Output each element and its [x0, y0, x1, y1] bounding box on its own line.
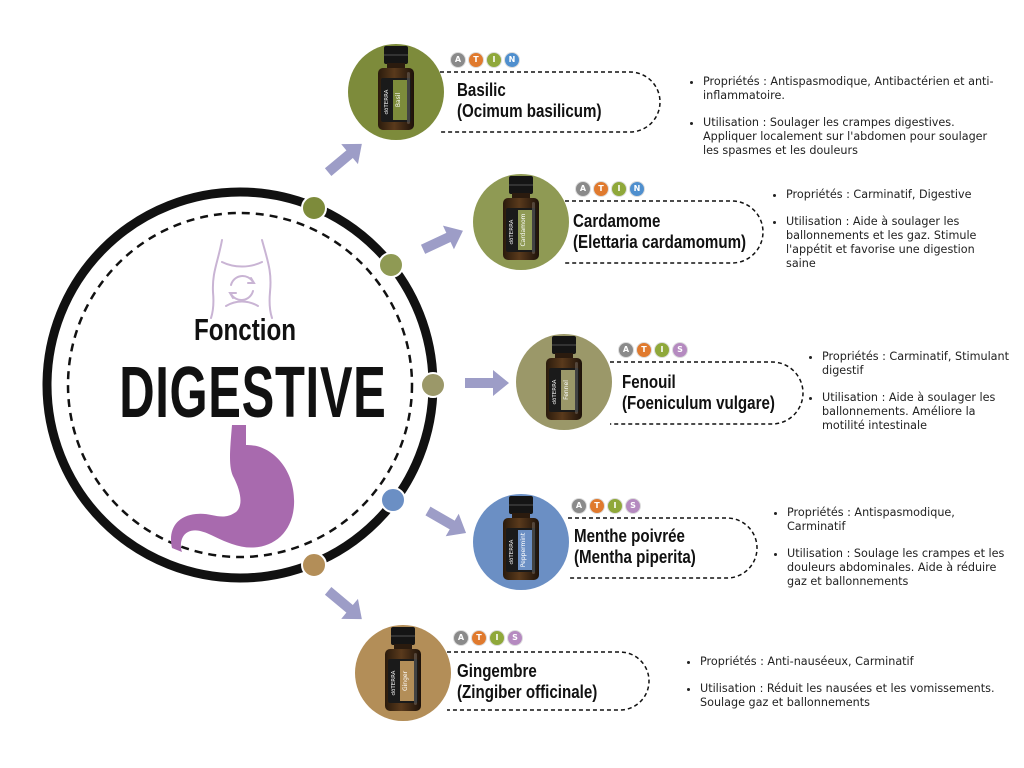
usage-text: Utilisation : Aide à soulager les ballon… — [786, 215, 1004, 271]
badge-n: N — [504, 52, 520, 68]
badge-i: I — [486, 52, 502, 68]
arrow-basilic — [324, 143, 362, 176]
stomach-icon — [171, 425, 295, 552]
description-cardamome: Propriétés : Carminatif, Digestive Utili… — [772, 188, 1004, 284]
bottle-name-text: Peppermint — [520, 532, 527, 567]
connector-dot-cardamome — [378, 252, 404, 278]
bottle-image-menthe: dōTERRA Peppermint — [503, 496, 539, 580]
badge-i: I — [654, 342, 670, 358]
bottle-brand-text: dōTERRA — [384, 89, 390, 114]
bottle-name-text: Fennel — [563, 380, 570, 400]
oil-label-menthe: Menthe poivrée (Mentha piperita) — [574, 526, 696, 568]
oil-common-name: Menthe poivrée — [574, 526, 685, 546]
bottle-brand-text: dōTERRA — [391, 670, 397, 695]
connector-dot-fenouil — [420, 372, 446, 398]
bottle-image-fenouil: dōTERRA Fennel — [546, 336, 582, 420]
badge-a: A — [575, 181, 591, 197]
badge-s: S — [625, 498, 641, 514]
oil-label-cardamome: Cardamome (Elettaria cardamomum) — [573, 211, 746, 253]
badge-n: N — [629, 181, 645, 197]
bottle-image-gingembre: dōTERRA Ginger — [385, 627, 421, 711]
usage-text: Utilisation : Soulager les crampes diges… — [703, 116, 1001, 158]
usage-text: Utilisation : Réduit les nausées et les … — [700, 682, 996, 710]
badge-a: A — [571, 498, 587, 514]
badge-s: S — [507, 630, 523, 646]
connector-dot-menthe — [380, 487, 406, 513]
label-frame-menthe — [568, 517, 758, 579]
connector-dot-gingembre — [301, 552, 327, 578]
badges-fenouil: A T I S — [618, 342, 688, 358]
properties-text: Propriétés : Antispasmodique, Carminatif — [787, 506, 1013, 534]
badge-i: I — [607, 498, 623, 514]
connector-dot-basilic — [301, 195, 327, 221]
properties-text: Propriétés : Antispasmodique, Antibactér… — [703, 75, 1001, 103]
abdomen-outline-icon — [210, 239, 273, 319]
badge-i: I — [489, 630, 505, 646]
inner-dashed-ring — [66, 211, 414, 559]
badge-t: T — [589, 498, 605, 514]
arrow-menthe — [425, 506, 467, 537]
badge-a: A — [453, 630, 469, 646]
badge-i: I — [611, 181, 627, 197]
label-frame-gingembre — [447, 651, 650, 711]
badge-t: T — [593, 181, 609, 197]
usage-text: Utilisation : Aide à soulager les ballon… — [822, 391, 1020, 433]
badges-cardamome: A T I N — [575, 181, 645, 197]
oil-common-name: Fenouil — [622, 372, 676, 392]
badge-a: A — [618, 342, 634, 358]
bottle-image-basilic: dōTERRA Basil — [378, 46, 414, 130]
badge-a: A — [450, 52, 466, 68]
properties-text: Propriétés : Anti-nauséeux, Carminatif — [700, 655, 996, 669]
title-fonction: Fonction — [193, 312, 297, 347]
oil-label-fenouil: Fenouil (Foeniculum vulgare) — [622, 372, 775, 414]
title-digestive: DIGESTIVE — [119, 353, 387, 433]
bottle-brand-text: dōTERRA — [509, 539, 515, 564]
oil-common-name: Gingembre — [457, 661, 537, 681]
arrow-cardamome — [420, 225, 463, 254]
arrow-gingembre — [324, 587, 362, 620]
oil-common-name: Basilic — [457, 80, 506, 100]
description-gingembre: Propriétés : Anti-nauséeux, Carminatif U… — [686, 655, 996, 723]
oil-latin-name: (Foeniculum vulgare) — [622, 393, 775, 413]
bottle-image-cardamome: dōTERRA Cardamom — [503, 176, 539, 260]
badges-gingembre: A T I S — [453, 630, 523, 646]
oil-latin-name: (Mentha piperita) — [574, 547, 696, 567]
badges-menthe: A T I S — [571, 498, 641, 514]
oil-latin-name: (Elettaria cardamomum) — [573, 232, 747, 252]
badge-t: T — [636, 342, 652, 358]
badge-t: T — [471, 630, 487, 646]
oil-label-gingembre: Gingembre (Zingiber officinale) — [457, 661, 597, 703]
properties-text: Propriétés : Carminatif, Digestive — [786, 188, 1004, 202]
label-frame-cardamome — [565, 200, 764, 264]
oil-latin-name: (Ocimum basilicum) — [457, 101, 602, 121]
label-frame-basilic — [440, 71, 661, 133]
oil-latin-name: (Zingiber officinale) — [457, 682, 598, 702]
bottle-name-text: Ginger — [402, 670, 409, 691]
bottle-name-text: Basil — [395, 93, 402, 108]
oil-label-basilic: Basilic (Ocimum basilicum) — [457, 80, 602, 122]
badge-s: S — [672, 342, 688, 358]
badge-t: T — [468, 52, 484, 68]
description-fenouil: Propriétés : Carminatif, Stimulant diges… — [808, 350, 1020, 446]
label-frame-fenouil — [610, 361, 804, 425]
bottle-brand-text: dōTERRA — [509, 219, 515, 244]
arrow-fenouil — [465, 370, 509, 396]
oil-common-name: Cardamome — [573, 211, 661, 231]
bottle-name-text: Cardamom — [520, 213, 527, 246]
description-basilic: Propriétés : Antispasmodique, Antibactér… — [689, 75, 1001, 171]
badges-basilic: A T I N — [450, 52, 520, 68]
usage-text: Utilisation : Soulage les crampes et les… — [787, 547, 1013, 589]
description-menthe: Propriétés : Antispasmodique, Carminatif… — [773, 506, 1013, 602]
bottle-brand-text: dōTERRA — [552, 379, 558, 404]
properties-text: Propriétés : Carminatif, Stimulant diges… — [822, 350, 1020, 378]
